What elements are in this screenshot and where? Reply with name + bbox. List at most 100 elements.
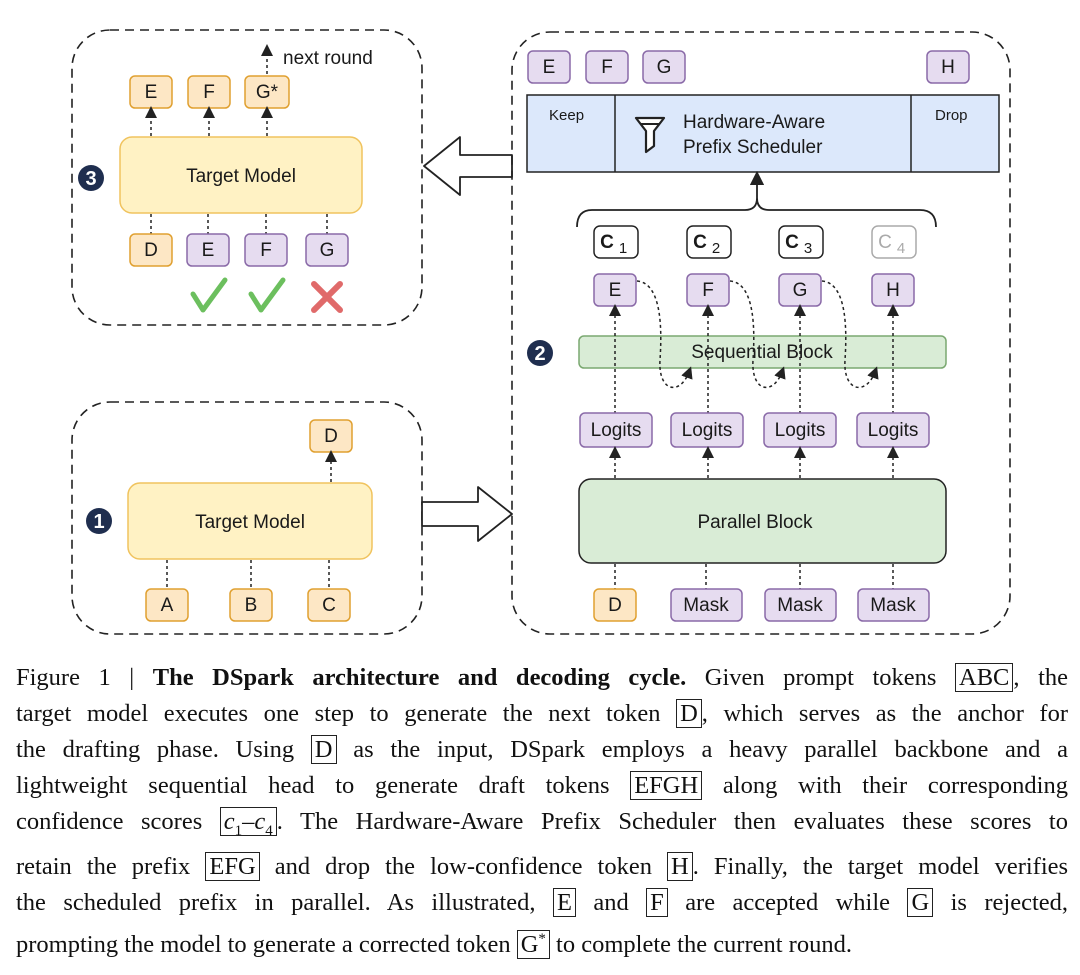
svg-text:F: F bbox=[260, 240, 272, 261]
svg-text:E: E bbox=[202, 240, 215, 261]
caption-line: lightweight sequential head to generate … bbox=[16, 771, 1068, 800]
confidence-c4-low: C 4 bbox=[871, 225, 917, 259]
caption-title: The DSpark architecture and decoding cyc… bbox=[152, 664, 687, 691]
svg-text:Logits: Logits bbox=[591, 420, 642, 441]
svg-text:C: C bbox=[878, 232, 892, 253]
inline-box: D bbox=[310, 735, 337, 764]
cross-icon bbox=[311, 281, 343, 313]
inline-box: E bbox=[552, 887, 576, 917]
svg-text:Prefix Scheduler: Prefix Scheduler bbox=[683, 137, 823, 158]
svg-text:Parallel Block: Parallel Block bbox=[697, 512, 813, 533]
mask-token-1: Mask bbox=[670, 588, 743, 622]
caption-line: retain the prefix EFG and drop the low-c… bbox=[16, 851, 1069, 881]
panel-verify: E F G* next round 3 Target Model bbox=[71, 29, 423, 326]
inline-box: H bbox=[667, 851, 693, 881]
prefill-output-d: D bbox=[309, 419, 353, 453]
architecture-diagram: E F G* next round 3 Target Model bbox=[71, 29, 1011, 635]
svg-text:Mask: Mask bbox=[683, 595, 729, 616]
svg-text:H: H bbox=[941, 57, 955, 78]
inline-box: G bbox=[907, 887, 934, 917]
verify-input-d: D bbox=[129, 233, 173, 267]
verify-input-g: G bbox=[305, 233, 349, 267]
verify-output-gstar: G* bbox=[244, 75, 290, 109]
verify-target-model: Target Model bbox=[119, 136, 363, 214]
prompt-token-c: C bbox=[307, 588, 351, 622]
svg-text:G: G bbox=[320, 240, 335, 261]
confidence-c3: C 3 bbox=[778, 225, 824, 259]
logits-3: Logits bbox=[763, 412, 837, 448]
svg-text:Mask: Mask bbox=[777, 595, 823, 616]
svg-text:F: F bbox=[601, 57, 613, 78]
inline-box: F bbox=[646, 887, 668, 917]
svg-text:Target Model: Target Model bbox=[195, 512, 305, 533]
svg-text:Mask: Mask bbox=[870, 595, 916, 616]
svg-text:E: E bbox=[609, 280, 622, 301]
panel-prefill: D 1 Target Model A B C bbox=[71, 401, 423, 635]
verify-output-e: E bbox=[129, 75, 173, 109]
svg-text:4: 4 bbox=[897, 240, 905, 257]
draft-token-f: F bbox=[686, 273, 730, 307]
svg-text:E: E bbox=[145, 82, 158, 103]
svg-text:G*: G* bbox=[256, 82, 279, 103]
svg-text:B: B bbox=[245, 595, 258, 616]
logits-4: Logits bbox=[856, 412, 930, 448]
caption-line: the drafting phase. Using D as the input… bbox=[16, 735, 1069, 764]
svg-text:1: 1 bbox=[619, 240, 627, 257]
step-badge-3: 3 bbox=[78, 165, 104, 191]
arrow-left-icon bbox=[423, 136, 513, 196]
inline-box: c1–c4 bbox=[219, 807, 277, 839]
svg-text:C: C bbox=[322, 595, 336, 616]
draft-input-d: D bbox=[593, 588, 637, 622]
next-round-label: next round bbox=[283, 48, 373, 69]
sequential-block: Sequential Block bbox=[578, 335, 947, 369]
inline-box: EFGH bbox=[630, 771, 703, 800]
caption-line: Figure 1 | The DSpark architecture and d… bbox=[16, 663, 1069, 692]
arrow-right-icon bbox=[421, 486, 513, 542]
verify-input-f: F bbox=[244, 233, 288, 267]
check-icon bbox=[248, 277, 286, 313]
svg-text:Sequential Block: Sequential Block bbox=[691, 342, 833, 363]
svg-text:3: 3 bbox=[804, 240, 812, 257]
panel-draft: E F G H Keep Drop Hardware-Aware Prefi bbox=[511, 31, 1011, 635]
svg-text:Logits: Logits bbox=[775, 420, 826, 441]
svg-text:2: 2 bbox=[534, 343, 545, 365]
svg-text:D: D bbox=[144, 240, 158, 261]
prefill-target-model: Target Model bbox=[127, 482, 373, 560]
logits-1: Logits bbox=[579, 412, 653, 448]
filter-icon bbox=[634, 116, 666, 154]
prompt-token-b: B bbox=[229, 588, 273, 622]
prefix-scheduler: Keep Drop Hardware-Aware Prefix Schedule… bbox=[526, 94, 1000, 173]
draft-token-h: H bbox=[871, 273, 915, 307]
scheduled-token-g: G bbox=[642, 50, 686, 84]
step-badge-1: 1 bbox=[86, 508, 112, 534]
figure-label: Figure 1 | bbox=[16, 664, 135, 691]
svg-text:D: D bbox=[608, 595, 622, 616]
verify-input-e: E bbox=[186, 233, 230, 267]
verify-output-f: F bbox=[187, 75, 231, 109]
svg-text:C: C bbox=[600, 232, 614, 253]
mask-token-2: Mask bbox=[764, 588, 837, 622]
svg-text:A: A bbox=[161, 595, 174, 616]
svg-text:F: F bbox=[702, 280, 714, 301]
svg-text:Logits: Logits bbox=[682, 420, 733, 441]
svg-text:F: F bbox=[203, 82, 215, 103]
draft-token-g: G bbox=[778, 273, 822, 307]
caption-line: confidence scores c1–c4. The Hardware-Aw… bbox=[16, 807, 1068, 839]
inline-box: G* bbox=[516, 930, 550, 960]
parallel-block: Parallel Block bbox=[578, 478, 947, 564]
inline-box: D bbox=[676, 699, 702, 728]
svg-text:2: 2 bbox=[712, 240, 720, 257]
svg-text:G: G bbox=[657, 57, 672, 78]
svg-text:3: 3 bbox=[85, 168, 96, 190]
confidence-c2: C 2 bbox=[686, 225, 732, 259]
confidence-c1: C 1 bbox=[593, 225, 639, 259]
caption-line: target model executes one step to genera… bbox=[16, 699, 1069, 728]
logits-2: Logits bbox=[670, 412, 744, 448]
scheduler-keep-label: Keep bbox=[549, 107, 584, 124]
svg-text:C: C bbox=[693, 232, 707, 253]
step-badge-2: 2 bbox=[527, 340, 553, 366]
brace bbox=[576, 197, 937, 228]
svg-text:1: 1 bbox=[93, 511, 104, 533]
inline-box: ABC bbox=[955, 663, 1014, 692]
svg-text:G: G bbox=[793, 280, 808, 301]
